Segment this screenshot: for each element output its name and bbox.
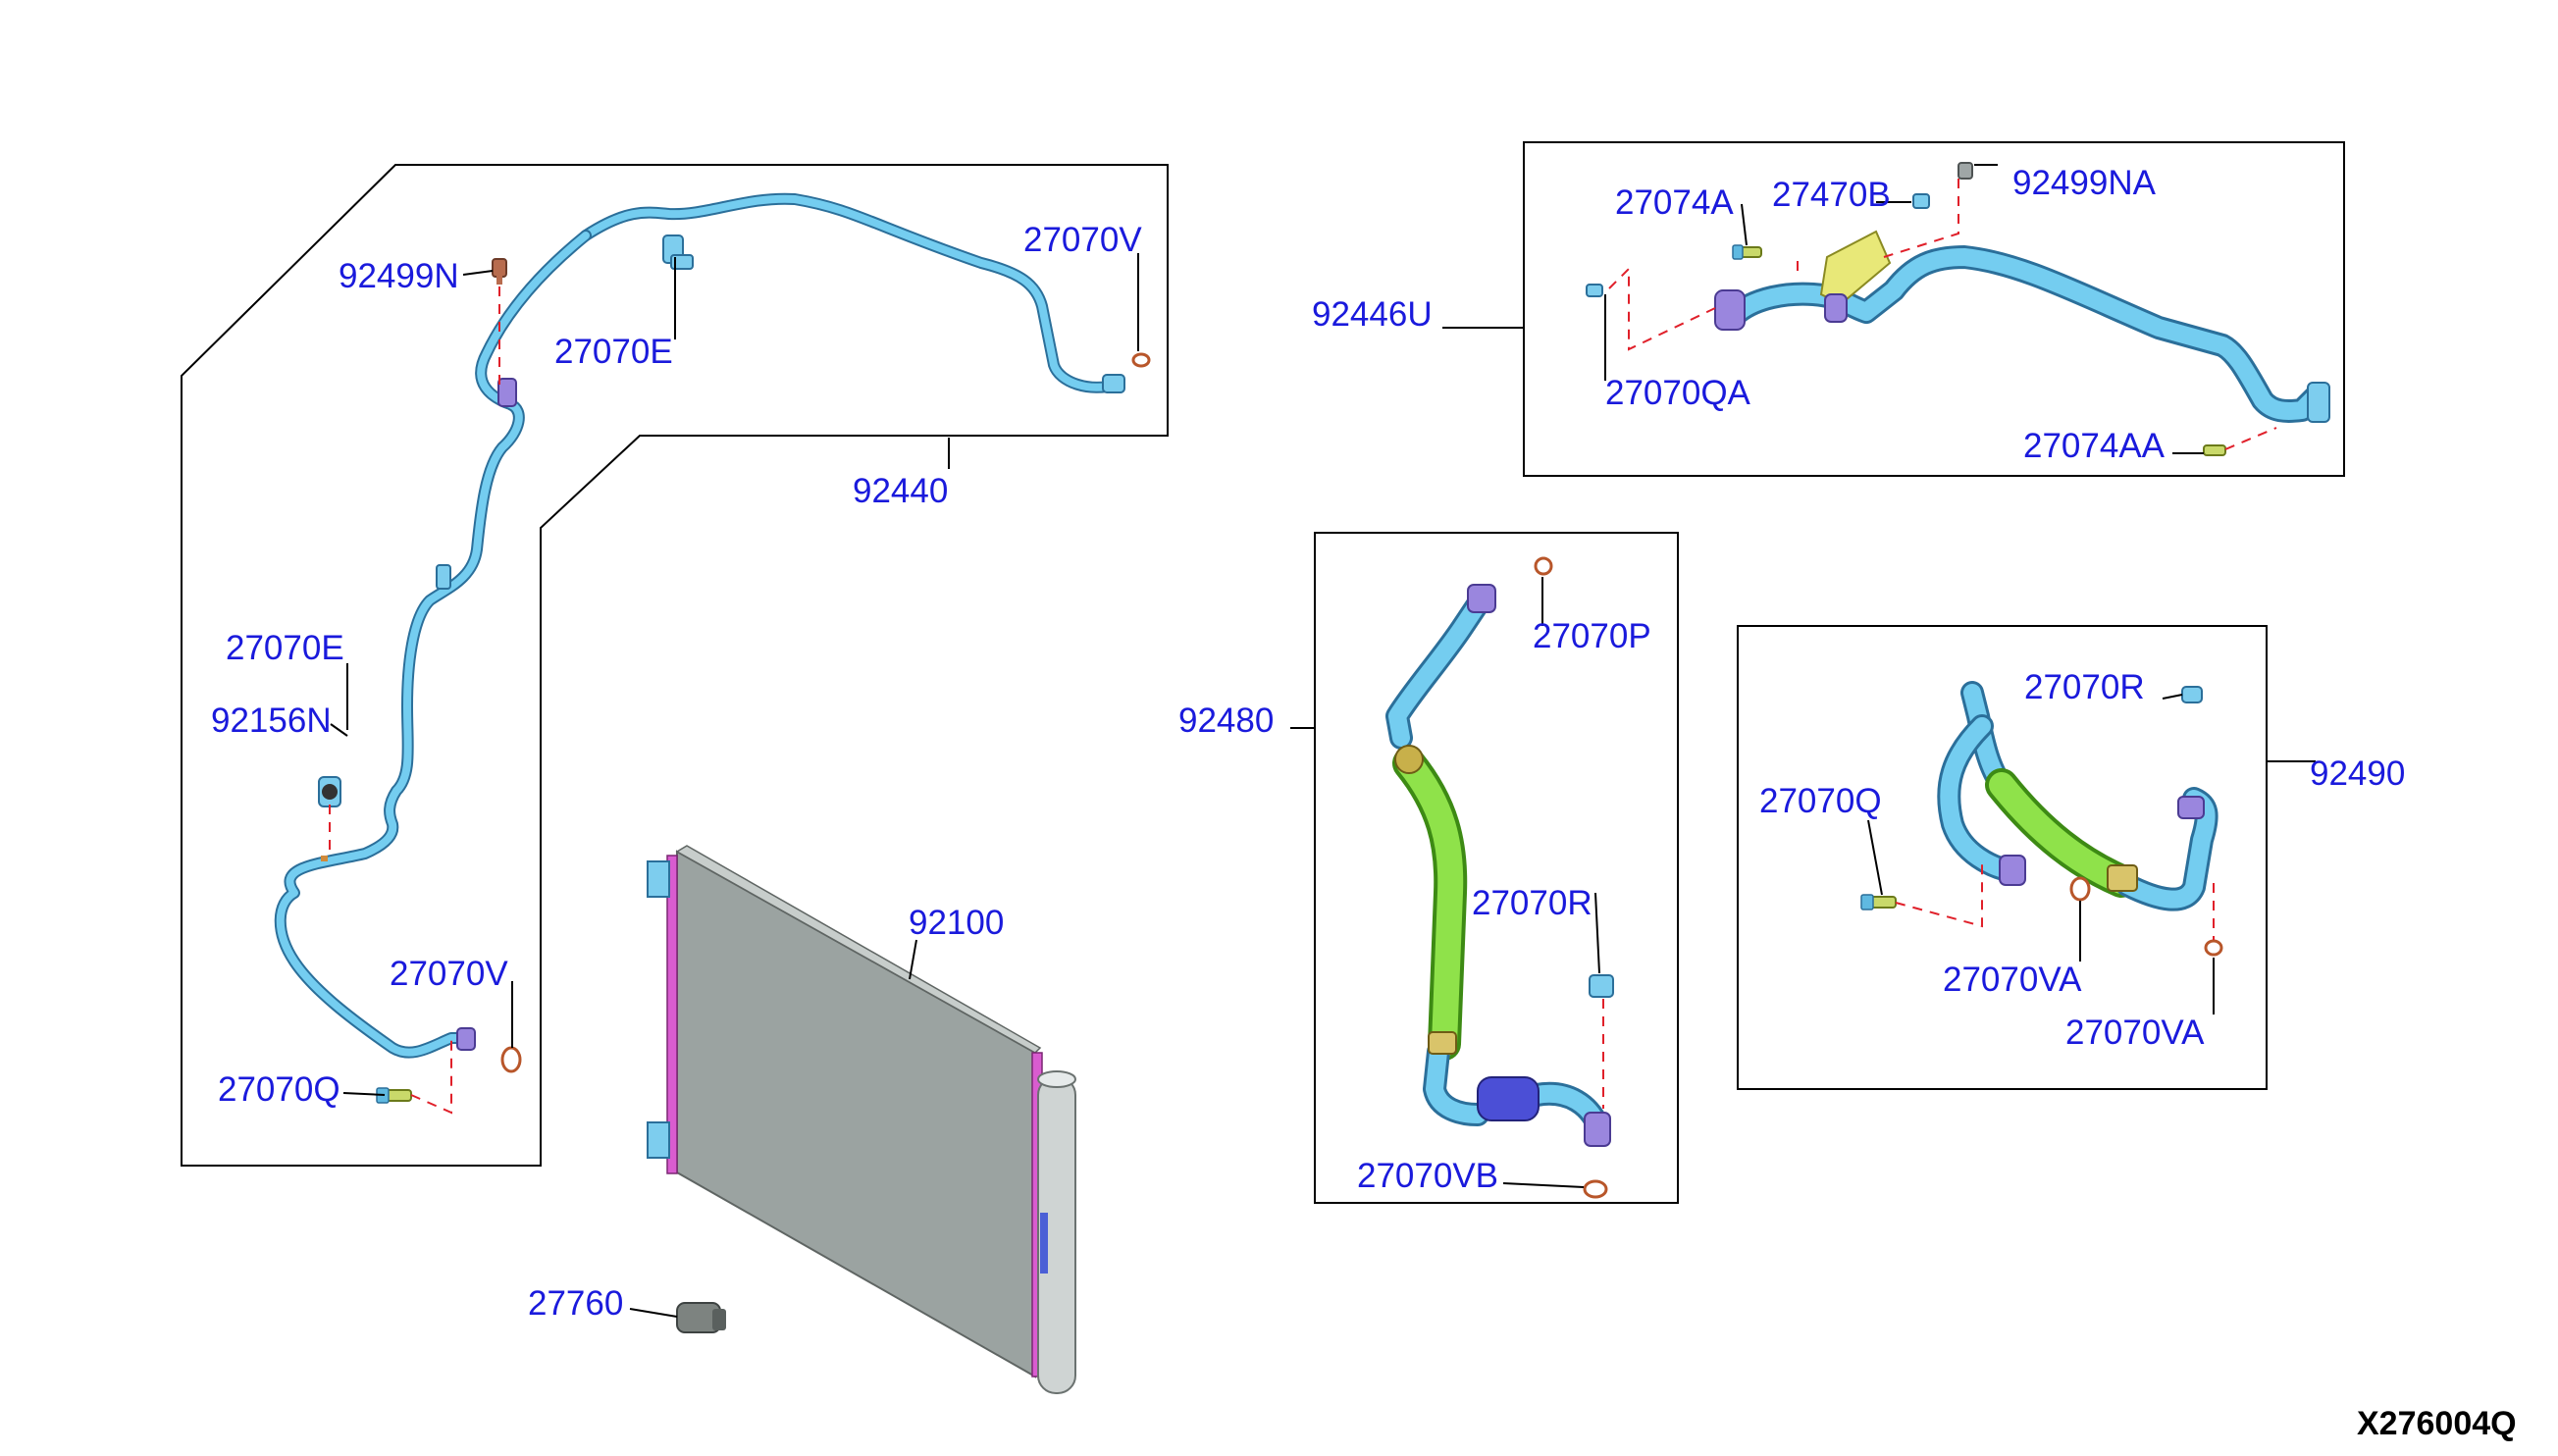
fitting-92446U-right[interactable] [2307, 382, 2330, 423]
callout-27070R-mid[interactable]: 27070R [1472, 884, 1592, 922]
bolt-27074AA[interactable] [2203, 444, 2226, 456]
callout-27070E-left[interactable]: 27070E [226, 629, 344, 667]
leader-27070Q-left [342, 1092, 386, 1096]
end-fitting-left[interactable] [456, 1027, 476, 1051]
fitting-27070R-right[interactable] [2181, 686, 2203, 703]
callout-27070E-top[interactable]: 27070E [554, 333, 673, 371]
callout-27070V-top[interactable]: 27070V [1023, 221, 1142, 259]
callout-92499NA[interactable]: 92499NA [2012, 164, 2157, 202]
leader-27070R-mid [1594, 892, 1600, 974]
callout-27070V-left[interactable]: 27070V [390, 955, 508, 993]
frame-92490 [1737, 625, 2268, 1090]
bracket-27470B[interactable] [1819, 230, 1892, 323]
frame-92440 [181, 164, 1169, 1167]
guide-27070Q-left [410, 1040, 452, 1115]
pipe-92446U[interactable] [1727, 245, 2327, 423]
leader-92156N [330, 723, 348, 737]
seal-27070VA-1[interactable] [2069, 876, 2091, 902]
bolt-92499NA[interactable] [1958, 162, 1973, 180]
end-fitting-top[interactable] [1102, 374, 1125, 393]
callout-27070P[interactable]: 27070P [1533, 617, 1651, 655]
callout-27760[interactable]: 27760 [528, 1284, 623, 1323]
bolt-27070Q-left[interactable] [376, 1087, 412, 1104]
callout-92480[interactable]: 92480 [1178, 702, 1274, 740]
nut-27470B[interactable] [1912, 193, 1930, 209]
hose-92480[interactable] [1385, 584, 1611, 1147]
leader-27070R-right [2162, 694, 2183, 700]
callout-92499N[interactable]: 92499N [339, 257, 459, 295]
pressure-sensor-27760[interactable] [676, 1302, 726, 1333]
callout-27070VA-1[interactable]: 27070VA [1943, 961, 2082, 999]
fitting-27070E-top[interactable] [662, 234, 694, 270]
seal-27070V-top[interactable] [1131, 352, 1151, 368]
fitting-92156N-lower[interactable] [318, 776, 341, 807]
callout-27470B[interactable]: 27470B [1772, 176, 1891, 214]
callout-27074AA[interactable]: 27074AA [2023, 427, 2166, 465]
guide-92446U-c [1883, 179, 1959, 258]
hose-92490[interactable] [1937, 681, 2219, 911]
callout-92156N[interactable]: 92156N [211, 702, 332, 740]
leader-92100 [909, 939, 917, 980]
guide-92446U-a [1608, 266, 1716, 351]
bolt-92499N[interactable] [492, 258, 507, 285]
callout-27070QA[interactable]: 27070QA [1605, 374, 1751, 412]
seal-27070VB[interactable] [1583, 1179, 1608, 1199]
leader-27760 [629, 1308, 678, 1318]
seal-27070P[interactable] [1534, 556, 1553, 576]
leader-27070Q-right [1867, 819, 1883, 896]
callout-27070Q-left[interactable]: 27070Q [218, 1070, 340, 1109]
callout-92100[interactable]: 92100 [909, 904, 1004, 942]
callout-27074A[interactable]: 27074A [1615, 183, 1734, 222]
bolt-27074A[interactable] [1732, 244, 1762, 260]
clip-mid[interactable] [436, 564, 451, 590]
diagram-code: X276004Q [2357, 1405, 2517, 1442]
leader-92499N [462, 270, 494, 276]
callout-27070R-right[interactable]: 27070R [2024, 668, 2145, 706]
callout-27070VB[interactable]: 27070VB [1357, 1157, 1498, 1195]
seal-27070V-left[interactable] [500, 1046, 522, 1073]
callout-27070VA-2[interactable]: 27070VA [2065, 1014, 2205, 1052]
seal-27070QA[interactable] [1586, 284, 1603, 297]
callout-92440[interactable]: 92440 [853, 472, 948, 510]
callout-27070Q-right[interactable]: 27070Q [1759, 782, 1882, 820]
bolt-27070Q-right[interactable] [1860, 894, 1897, 910]
frame-92446U [1523, 141, 2345, 477]
receiver-drier[interactable] [1037, 1070, 1076, 1394]
guide-92446U-d [2224, 427, 2277, 450]
leader-27070VB [1502, 1182, 1585, 1188]
guide-92490-a [1895, 863, 1983, 928]
callout-92446U[interactable]: 92446U [1312, 295, 1433, 334]
fitting-27070R-mid[interactable] [1589, 974, 1614, 998]
callout-92490[interactable]: 92490 [2310, 754, 2405, 793]
frame-92480 [1314, 532, 1679, 1204]
leader-27074A [1741, 203, 1748, 246]
fitting-92446U-left[interactable] [1714, 289, 1746, 331]
seal-27070VA-2[interactable] [2204, 939, 2223, 957]
fitting-92156N[interactable] [497, 378, 517, 407]
